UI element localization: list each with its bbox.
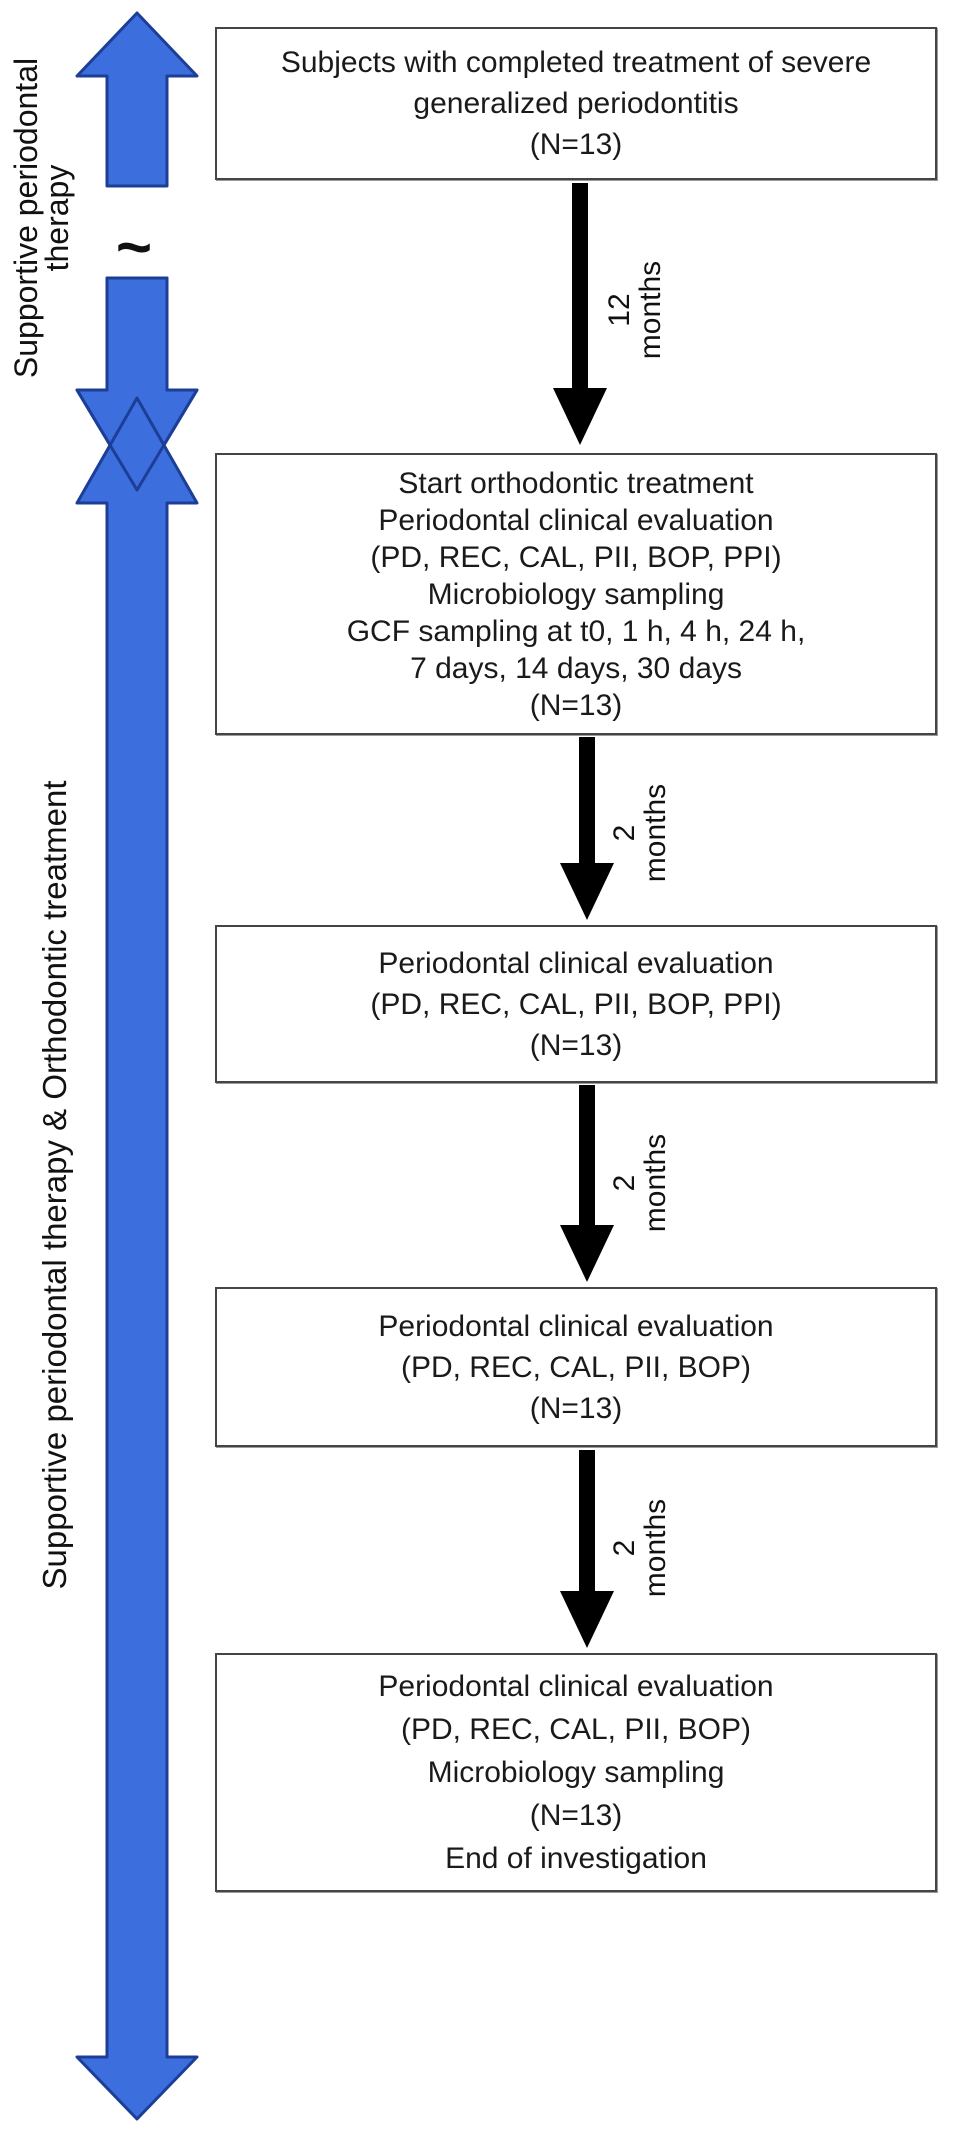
flow-box-subjects: Subjects with completed treatment of sev… (215, 27, 937, 180)
interval-value: 2 (608, 824, 641, 842)
phase1-label-line2: therapy (39, 164, 75, 272)
flow-arrow-12-months (553, 183, 607, 445)
phase-arrow-cross-outline (75, 276, 199, 492)
flow-box-end-of-investigation: Periodontal clinical evaluation (PD, REC… (215, 1653, 937, 1892)
phase2-double-arrow (75, 396, 199, 2121)
box-line: (PD, REC, CAL, PII, BOP) (400, 1350, 752, 1384)
flow-box-evaluation-1: Periodontal clinical evaluation (PD, REC… (215, 925, 937, 1083)
box-line: (PD, REC, CAL, PII, BOP, PPI) (370, 540, 782, 574)
box-line: Periodontal clinical evaluation (378, 1309, 774, 1343)
box-line: (N=13) (529, 1799, 623, 1832)
box-line: Periodontal clinical evaluation (378, 946, 774, 980)
box-line: (N=13) (529, 688, 623, 722)
box-line: (PD, REC, CAL, PII, BOP) (400, 1713, 752, 1746)
box-line: (N=13) (529, 1391, 623, 1425)
flow-arrow-2-months-1 (560, 737, 614, 920)
box-line: Start orthodontic treatment (398, 466, 754, 500)
interval-label-2-months-3: 2 months (608, 1488, 672, 1608)
box-line: (N=13) (529, 1028, 623, 1062)
phase1-label-line1: Supportive periodontal (8, 57, 44, 379)
box-line: End of investigation (445, 1842, 707, 1875)
box-line: (N=13) (529, 128, 623, 161)
interval-unit: months (639, 1498, 672, 1598)
flow-arrow-2-months-3 (560, 1450, 614, 1648)
interval-label-2-months-2: 2 months (608, 1123, 672, 1243)
interval-unit: months (639, 783, 672, 883)
phase1-label: Supportive periodontal therapy (8, 38, 75, 398)
box-line: (PD, REC, CAL, PII, BOP, PPI) (370, 987, 782, 1021)
box-line: GCF sampling at t0, 1 h, 4 h, 24 h, (346, 614, 806, 648)
box-line: Periodontal clinical evaluation (378, 1670, 774, 1703)
box-line: Microbiology sampling (427, 577, 725, 611)
box-line: Periodontal clinical evaluation (378, 503, 774, 537)
flow-box-start-orthodontic: Start orthodontic treatment Periodontal … (215, 453, 937, 735)
phase2-label-line: Supportive periodontal therapy & Orthodo… (36, 780, 73, 1590)
break-tilde: ~ (115, 213, 153, 282)
box-line: Microbiology sampling (427, 1756, 725, 1789)
box-line: Subjects with completed treatment of sev… (280, 46, 872, 79)
interval-label-2-months-1: 2 months (608, 773, 672, 893)
interval-label-12-months: 12 months (603, 250, 667, 370)
box-line: generalized periodontitis (413, 87, 739, 120)
flow-box-evaluation-2: Periodontal clinical evaluation (PD, REC… (215, 1287, 937, 1447)
interval-value: 2 (608, 1539, 641, 1557)
flow-arrow-2-months-2 (560, 1085, 614, 1282)
interval-value: 12 (603, 293, 636, 327)
phase1-up-arrow (75, 11, 199, 188)
phase2-label: Supportive periodontal therapy & Orthodo… (36, 725, 73, 1645)
interval-unit: months (639, 1133, 672, 1233)
box-line: 7 days, 14 days, 30 days (410, 651, 742, 685)
interval-unit: months (634, 260, 667, 360)
interval-value: 2 (608, 1174, 641, 1192)
